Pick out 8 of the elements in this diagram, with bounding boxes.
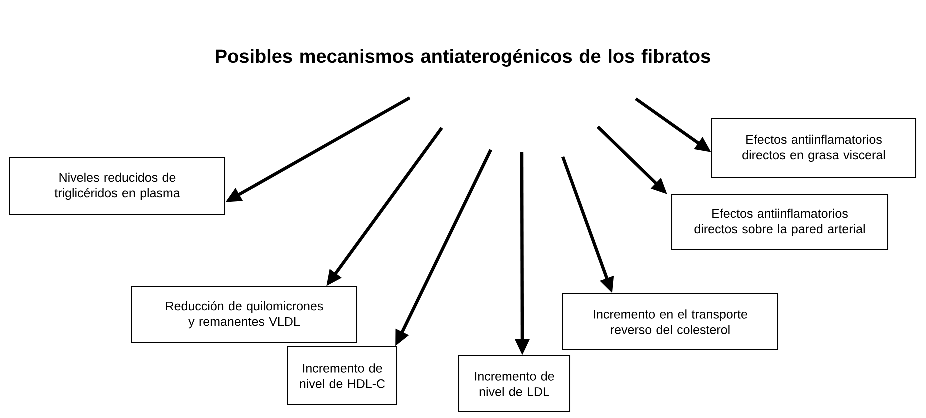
text-box: Incremento en el transporte reverso del colesterol xyxy=(562,294,778,350)
text-box: Efectos antiinflamatorios directos en grasa visceral xyxy=(712,118,916,178)
text-box: Incremento de nivel de HDL-C xyxy=(288,346,398,406)
text-box: Reducción de quilomicrones y remanentes VLDL xyxy=(132,286,358,344)
text-box: Niveles reducidos de triglicéridos en plasma xyxy=(10,158,226,216)
text-box: Incremento de nivel de LDL xyxy=(458,356,570,412)
text-box: Efectos antiinflamatorios directos sobre la pared arterial xyxy=(672,194,888,250)
title: Posibles mecanismos antiaterogénicos de los fibratos xyxy=(216,49,710,67)
